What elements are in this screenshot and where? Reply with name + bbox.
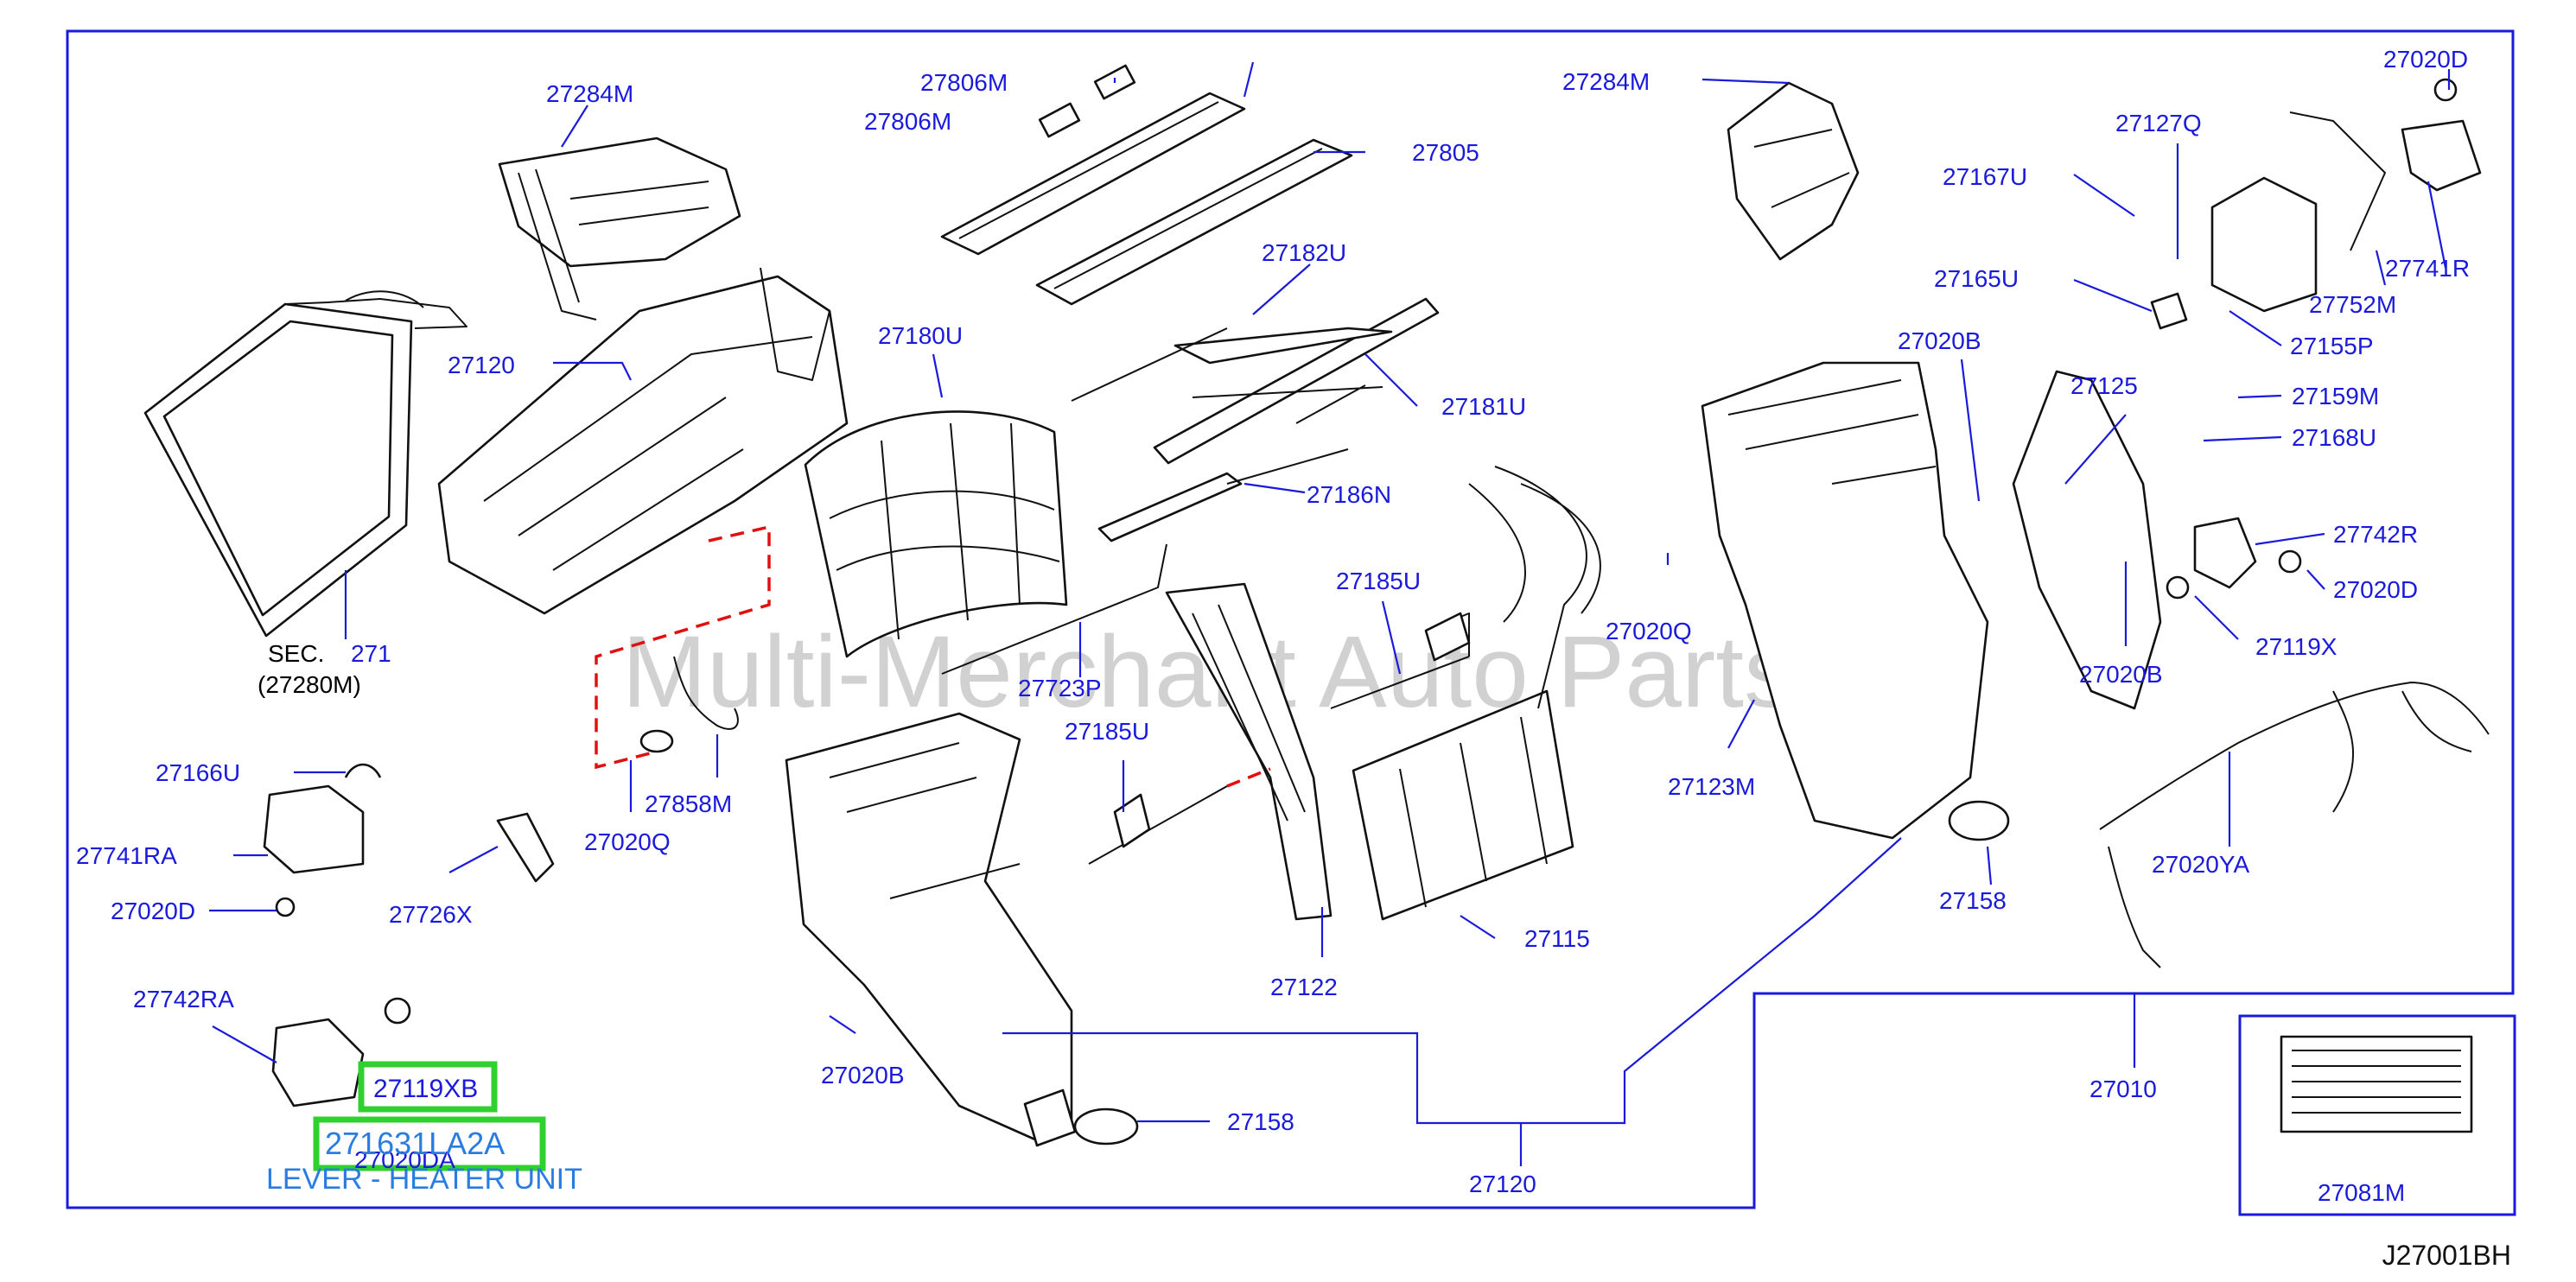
filter-part: [940, 64, 1353, 306]
callout-27122: 27122: [1270, 974, 1338, 1000]
callout-27020D-topright: 27020D: [2383, 46, 2468, 73]
dashed-link-left: [595, 524, 771, 770]
lever-heater-unit-label: LEVER - HEATER UNIT: [266, 1163, 582, 1196]
callout-27155P: 27155P: [2290, 333, 2374, 359]
callout-27166U: 27166U: [156, 759, 240, 786]
left-actuators: [263, 763, 555, 1107]
callout-27167U: 27167U: [1943, 163, 2027, 190]
callout-27726X: 27726X: [389, 901, 473, 928]
right-actuators: [2150, 78, 2482, 600]
callout-27741R: 27741R: [2385, 255, 2470, 282]
inset-frame: [2238, 1014, 2516, 1216]
callout-27752M: 27752M: [2309, 291, 2396, 318]
door-parts: [1071, 297, 1440, 543]
callout-labels: 27284M 27806M 27806M 27805 27182U 27180U…: [76, 46, 2470, 1206]
section-reference: SEC. 271 (27280M): [258, 640, 391, 698]
drawing-code: J27001BH: [2382, 1240, 2511, 1271]
callout-27158-right: 27158: [1939, 887, 2007, 914]
callout-27858M: 27858M: [645, 790, 732, 817]
right-housing-part: [1701, 361, 2162, 840]
leader-lines: [209, 61, 2451, 1166]
highlight-label-271631LA2A: 271631LA2A: [325, 1126, 505, 1161]
blower-grille-part: [804, 410, 1068, 658]
hose-part: [639, 656, 739, 753]
highlight-label-27119XB: 27119XB: [373, 1075, 478, 1103]
heater-core-part: [1352, 466, 1601, 921]
section-sec-text: SEC.: [268, 640, 324, 667]
callout-27115: 27115: [1524, 925, 1590, 952]
upper-housing-part: [437, 267, 849, 615]
callout-27186N: 27186N: [1307, 481, 1391, 508]
callout-27182U: 27182U: [1262, 239, 1346, 266]
callout-27180U: 27180U: [878, 322, 963, 349]
callout-27185U-left: 27185U: [1065, 718, 1149, 745]
callout-27159M: 27159M: [2292, 383, 2379, 409]
inset-part-27081M: [2280, 1035, 2473, 1133]
diagram-frame: [66, 29, 2515, 1209]
callout-27119X: 27119X: [2255, 633, 2337, 660]
callout-27158-lower: 27158: [1227, 1108, 1294, 1135]
highlight-callouts: 27119XB 27020DA 271631LA2A LEVER - HEATE…: [266, 1061, 582, 1196]
evaporator-part: [143, 290, 467, 638]
callout-27723P: 27723P: [1018, 675, 1102, 701]
highlight-box-271631LA2A: [313, 1116, 546, 1171]
callout-27127Q: 27127Q: [2115, 110, 2202, 136]
link-rods-part: [941, 543, 1471, 865]
lower-housing-part: [785, 712, 1077, 1147]
callout-27806M-b: 27806M: [864, 108, 951, 135]
callout-27805: 27805: [1412, 139, 1479, 166]
section-num-text: 271: [351, 640, 391, 667]
callout-27020B-right: 27020B: [2079, 661, 2163, 688]
callout-27284M-right: 27284M: [1562, 68, 1650, 95]
upper-duct-left-part: [498, 136, 741, 320]
highlight-box-27119XB: [358, 1061, 498, 1113]
callout-27120-lower: 27120: [1469, 1171, 1536, 1197]
callout-27806M-a: 27806M: [920, 69, 1008, 96]
callout-27123M: 27123M: [1668, 773, 1755, 800]
callout-27020YA: 27020YA: [2152, 851, 2249, 878]
callout-27020D-right: 27020D: [2333, 576, 2418, 603]
callout-27284M-left: 27284M: [546, 80, 633, 107]
callout-27020B-upper: 27020B: [1898, 327, 1981, 354]
callout-27020Q-left: 27020Q: [584, 828, 671, 855]
upper-duct-right-part: [1727, 81, 1860, 261]
wire-harness-part: [2099, 682, 2490, 968]
callout-27165U: 27165U: [1934, 265, 2019, 292]
duct-part: [1165, 582, 1333, 921]
callout-27020D-left: 27020D: [111, 898, 195, 924]
callout-27020Q-right: 27020Q: [1606, 618, 1692, 644]
callout-27120-upper: 27120: [448, 352, 515, 378]
callout-27181U: 27181U: [1441, 393, 1526, 420]
seal-parts: [1073, 800, 2010, 1146]
overlap-label-27020DA: 27020DA: [354, 1146, 455, 1173]
callout-27168U: 27168U: [2292, 424, 2376, 451]
callout-27741RA: 27741RA: [76, 842, 177, 869]
callout-27185U-right: 27185U: [1336, 568, 1421, 594]
callout-27125: 27125: [2070, 372, 2138, 399]
callout-27081M: 27081M: [2318, 1179, 2405, 1206]
section-sub-text: (27280M): [258, 671, 361, 698]
callout-27742RA: 27742RA: [133, 986, 234, 1012]
callout-27020B-lower: 27020B: [821, 1062, 905, 1088]
callout-27010: 27010: [2089, 1076, 2157, 1102]
callout-27742R: 27742R: [2333, 521, 2418, 548]
